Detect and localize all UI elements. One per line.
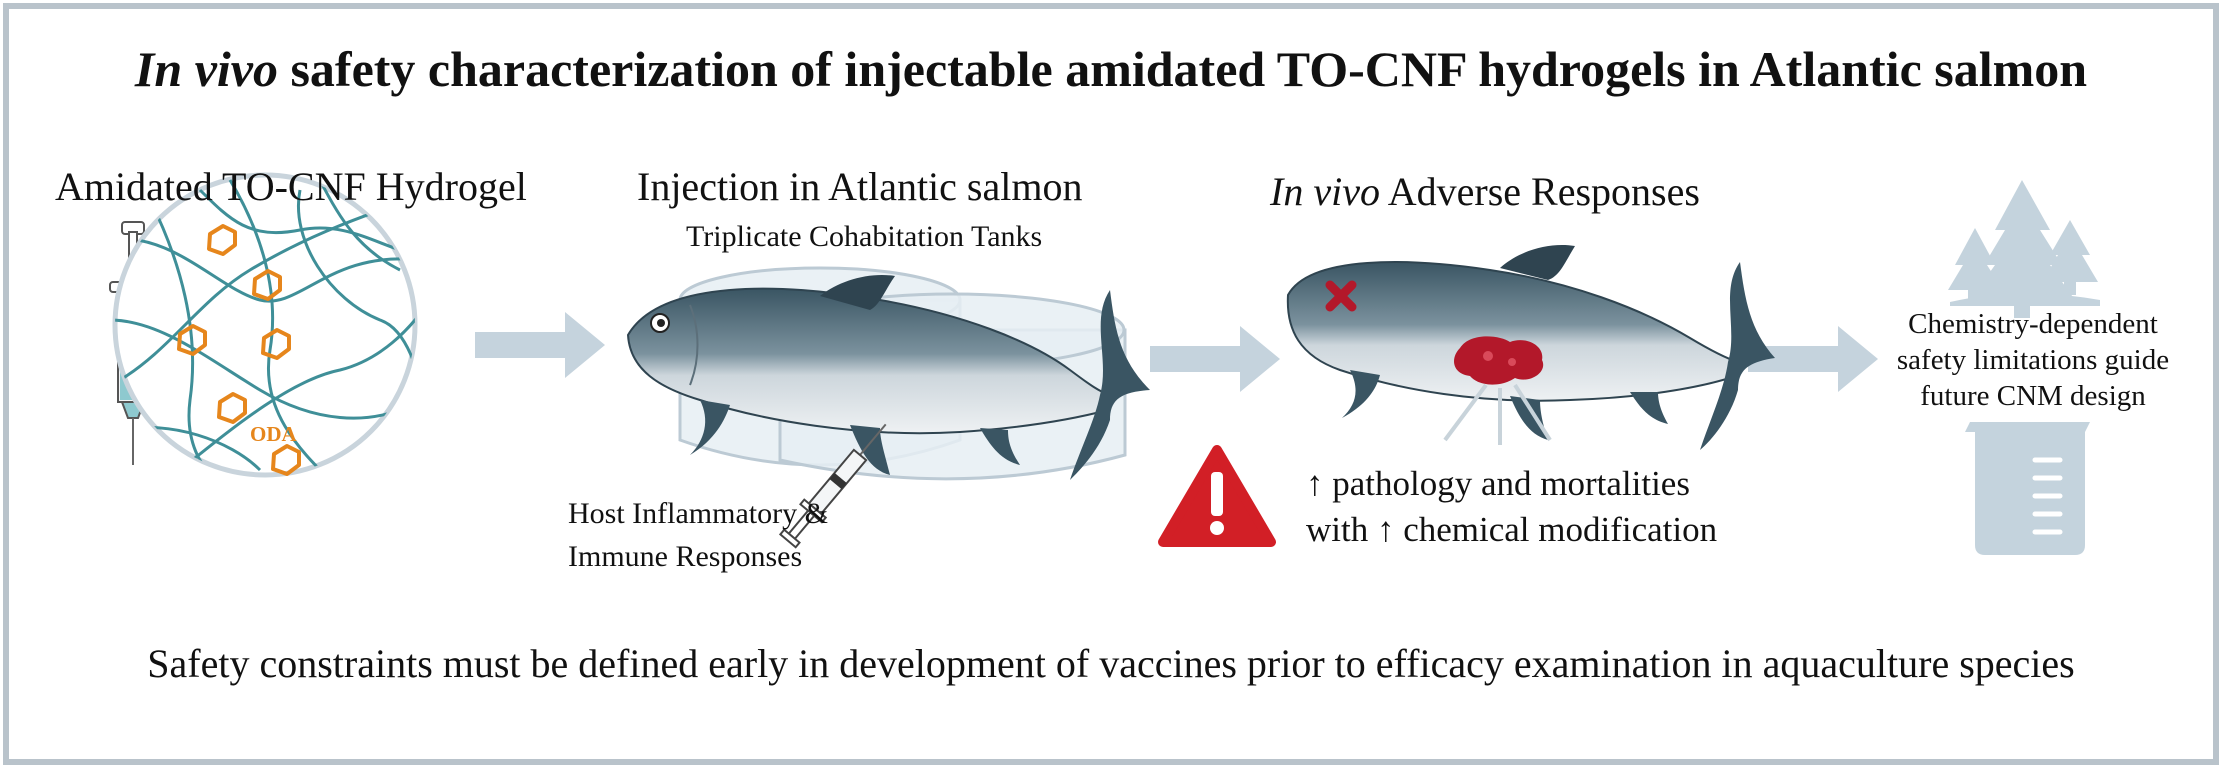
panel4-line-3: future CNM design: [1920, 380, 2146, 412]
figure-title: In vivo safety characterization of injec…: [134, 41, 2088, 97]
panel4-line-2: safety limitations guide: [1896, 344, 2170, 376]
arrow-3: [1748, 326, 1878, 392]
panel4-line-1: Chemistry-dependent: [1908, 308, 2158, 340]
panel1-heading: Amidated TO-CNF Hydrogel: [55, 164, 527, 209]
panel4-text: Chemistry-dependent safety limitations g…: [1880, 306, 2186, 414]
flow-arrows: [475, 312, 1878, 392]
response-line-1: Host Inflammatory &: [568, 497, 828, 530]
arrow-2: [1150, 326, 1280, 392]
salmon-icon: [626, 274, 1150, 480]
result-line-2: with ↑ chemical modification: [1306, 510, 1718, 549]
response-line-2: Immune Responses: [568, 540, 803, 573]
oda-label: ODA: [250, 422, 297, 446]
panel2-subheading: Triplicate Cohabitation Tanks: [686, 220, 1043, 253]
beaker-icon: [1965, 422, 2090, 555]
arrow-1: [475, 312, 605, 378]
warning-triangle-icon: [1158, 445, 1276, 547]
panel3-heading: In vivo Adverse Responses: [1270, 169, 1700, 214]
injection-syringe-icon: [778, 423, 887, 549]
diseased-salmon-icon: [1286, 244, 1775, 450]
panel2-heading: Injection in Atlantic salmon: [637, 164, 1083, 209]
forest-icon: [1948, 180, 2100, 318]
footer-statement: Safety constraints must be defined early…: [147, 641, 2075, 686]
hydrogel-network-icon: [112, 172, 418, 478]
result-line-1: ↑ pathology and mortalities: [1306, 464, 1690, 503]
